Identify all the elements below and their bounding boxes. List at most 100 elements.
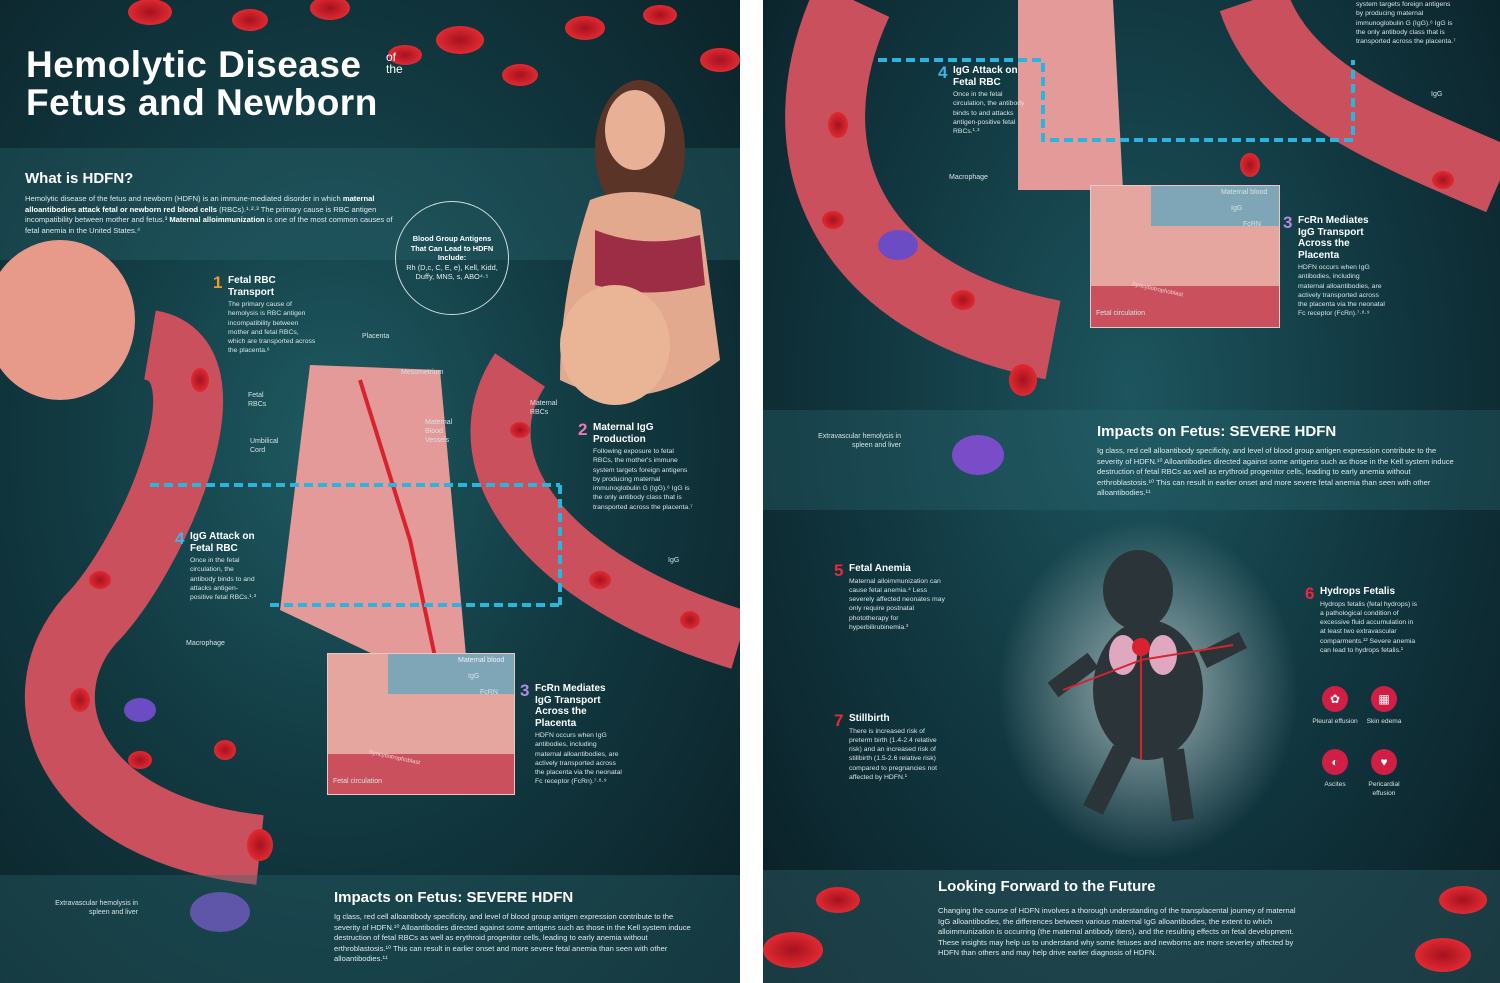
fetal-vessel [785,0,1061,380]
impacts-body: Ig class, red cell alloantibody specific… [1097,446,1454,497]
fcrn-inset: Maternal blood IgG FcRN Syncytiotrophobl… [1090,185,1280,328]
label-extravascular: Extravascular hemolysis in spleen and li… [818,433,901,449]
step-number: 6 [1305,584,1315,603]
step-3: 3 FcRn Mediates IgG Transport Across the … [520,681,623,787]
step-title: IgG Attack on Fetal RBC [953,65,1018,88]
inset-igg: IgG [1231,205,1243,212]
what-heading: What is HDFN? [25,170,134,187]
step-title: Stillbirth [849,713,890,724]
what-paragraph: Hemolytic disease of the fetus and newbo… [25,194,397,236]
step-title: Hydrops Fetalis [1320,586,1396,597]
impacts-heading: Impacts on Fetus: SEVERE HDFN [334,889,574,906]
macrophage-illustration [124,698,156,722]
placenta-section [1018,0,1123,190]
impacts-body: Ig class, red cell alloantibody specific… [334,912,691,963]
step-title: Maternal IgG Production [593,422,654,445]
transport-path [878,58,1355,142]
step-title: IgG Attack on Fetal RBC [190,531,255,554]
text: is one of the most common causes of feta… [25,215,393,235]
step-title: FcRn Mediates IgG Transport Across the P… [535,683,606,729]
right-poster-panel: system targets foreign antigens by produ… [763,0,1500,983]
vessel-rbcs [822,112,1454,396]
maternal-vessel [1219,0,1500,213]
left-illustration [0,0,740,983]
label-fetal-rbcs: Fetal RBCs [248,392,267,408]
step-body: Following exposure to fetal RBCs, the mo… [593,448,693,511]
right-illustration [763,0,1500,983]
poster-title: Hemolytic Disease Fetus and Newborn [26,46,378,122]
future-heading: Looking Forward to the Future [938,878,1156,895]
inset-fcrn: FcRN [480,689,498,696]
maternal-blood-area [1151,186,1279,226]
step-number: 3 [520,681,530,700]
step-body: Hydrops fetalis (fetal hydrops) is a pat… [1320,600,1418,654]
label-igg: IgG [668,557,680,564]
top-rbcs [128,0,740,86]
inset-fetal-circulation: Fetal circulation [333,778,383,785]
fetal-area [1091,286,1279,327]
future-band [763,870,1500,983]
lungs-icon: ✿ [1322,686,1348,712]
hemolysis-macrophage [190,892,250,932]
step-2-partial-body: system targets foreign antigens by produ… [1356,1,1456,46]
step-body: HDFN occurs when IgG antibodies, includi… [535,732,622,786]
inset-fcrn: FcRN [1243,221,1261,228]
label-maternal-rbcs: Maternal RBCs [530,400,558,416]
step-title: Fetal RBC Transport [228,275,276,298]
step-title: Fetal Anemia [849,563,911,574]
label-igg: IgG [1431,91,1443,98]
label-umbilical-cord: Umbilical Cord [250,438,279,454]
step-number: 7 [834,711,844,730]
fetal-vessel [24,310,265,885]
impacts-heading: Impacts on Fetus: SEVERE HDFN [1097,423,1337,440]
hemolysis-macrophage [952,435,1004,475]
future-body: Changing the course of HDFN involves a t… [938,906,1296,957]
antigens-callout: Blood Group Antigens That Can Lead to HD… [395,201,509,315]
step-body: Once in the fetal circulation, the antib… [953,91,1025,136]
step-body: The primary cause of hemolysis is RBC an… [228,301,316,355]
label-extravascular: Extravascular hemolysis in spleen and li… [55,900,138,916]
heart-icon: ♥ [1371,749,1397,775]
macrophage-illustration [878,230,918,260]
skin-icon: ▦ [1371,686,1397,712]
fcrn-inset: Maternal blood IgG FcRN Syncytiotrophobl… [327,653,515,795]
transport-path [150,483,562,607]
text: Hemolytic disease of the fetus and newbo… [25,194,343,203]
inset-fetal-circulation: Fetal circulation [1096,310,1146,317]
step-body: HDFN occurs when IgG antibodies, includi… [1298,264,1385,318]
label-macrophage: Macrophage [186,640,225,647]
baby-figure [1047,550,1248,822]
icon-label: Skin edema [1366,718,1402,725]
icon-label: Pleural effusion [1312,718,1358,725]
fetal-area [328,754,514,794]
step-number: 4 [175,529,185,548]
impacts-band [763,410,1500,510]
label-macrophage: Macrophage [949,174,988,181]
inset-maternal-blood: Maternal blood [1221,189,1268,196]
inset-igg: IgG [468,673,480,680]
step-number: 5 [834,561,844,580]
label-mesometrium: Mesometrium [401,369,444,376]
placenta-section [280,365,470,700]
step-body: Maternal alloimmunization can cause feta… [849,577,945,631]
text-bold: maternal alloantibodies attack fetal or … [25,194,375,214]
maternal-vessel [470,353,740,669]
step-4: 4 IgG Attack on Fetal RBC Once in the feta… [175,529,260,602]
text: (RBCs).¹·²·³ The primary cause is RBC an… [25,204,377,225]
step-number: 2 [578,420,588,439]
antigens-list: Rh (D,c, C, E, e), Kell, Kidd, Duffy, MN… [406,262,498,282]
step-title: FcRn Mediates IgG Transport Across the P… [1298,215,1369,261]
woman-figure [560,80,720,405]
abdomen-icon: ◐ [1322,749,1348,775]
bottom-rbcs [763,886,1487,972]
step-body: Once in the fetal circulation, the antib… [190,557,257,602]
text-bold: Maternal alloimmunization [169,215,265,224]
title-of-the: of the [386,50,403,76]
label-maternal-vessels: Maternal Blood Vessels [425,419,453,444]
